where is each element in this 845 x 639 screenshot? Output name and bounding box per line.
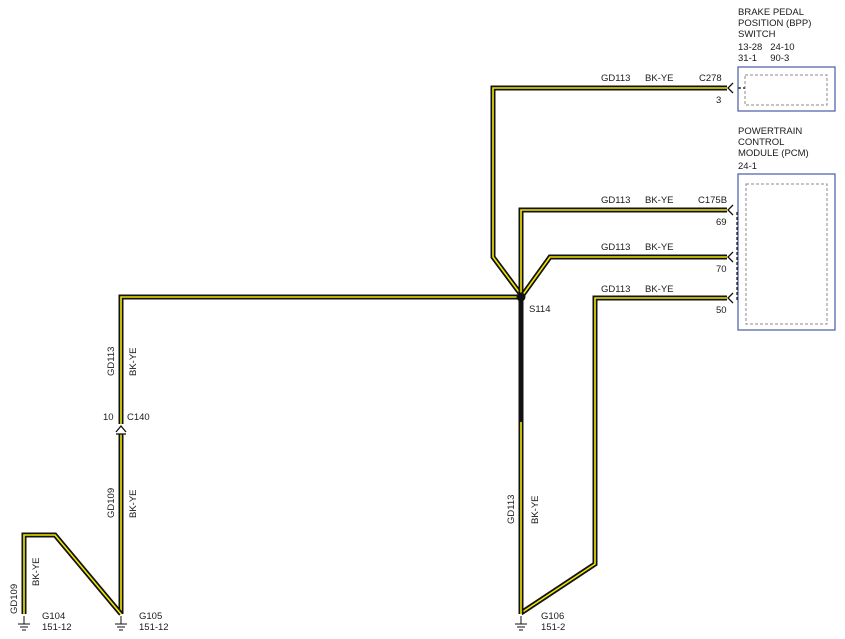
wire-50-circuit: GD113: [601, 284, 630, 295]
connector-symbols: [115, 82, 734, 435]
bpp-switch-inner: [744, 74, 828, 106]
wire-50-color: BK-YE: [645, 284, 674, 295]
wire-far-left-color: BK-YE: [31, 557, 42, 586]
c140-label: C140: [127, 412, 150, 423]
ground-g105-label: G105: [139, 611, 162, 622]
c175b-pin-50-icon: [727, 292, 734, 304]
ground-g105-icon: [115, 616, 127, 631]
wire-69-color: BK-YE: [645, 195, 674, 206]
bpp-title-line-3: SWITCH: [738, 29, 776, 40]
pcm-title-line-1: POWERTRAIN: [738, 126, 802, 137]
wire-pin-50: [519, 295, 727, 616]
pcm-inner: [745, 183, 828, 325]
bpp-switch: BRAKE PEDAL POSITION (BPP) SWITCH 13-28 …: [737, 7, 836, 112]
ground-g104-ref: 151-12: [42, 622, 72, 633]
bpp-title-line-1: BRAKE PEDAL: [738, 7, 804, 18]
wire-left-upper-circuit: GD113: [106, 347, 117, 376]
wire-c278-circuit: GD113: [601, 73, 630, 84]
wires: [21, 85, 727, 616]
ground-g104-label: G104: [42, 611, 65, 622]
wire-c278: [490, 85, 727, 298]
wire-70-color: BK-YE: [645, 242, 674, 253]
c175b-pin-70-label: 70: [716, 264, 727, 275]
wire-left-upper: [118, 294, 521, 424]
wire-left-lower-circuit: GD109: [106, 488, 117, 518]
wire-c278-color: BK-YE: [645, 73, 674, 84]
bpp-ref-line-2: 31-1 90-3: [738, 53, 789, 64]
ground-g105: G105 151-12: [115, 611, 169, 633]
c175b-pin-69-label: 69: [716, 217, 727, 228]
ground-g106-ref: 151-2: [541, 622, 565, 633]
ground-g106-label: G106: [541, 611, 564, 622]
bpp-ref-line-1: 13-28 24-10: [738, 42, 795, 53]
wire-center-down-color: BK-YE: [530, 495, 541, 524]
wire-far-left-circuit: GD109: [9, 584, 20, 614]
ground-g105-ref: 151-12: [139, 622, 169, 633]
wire-70-circuit: GD113: [601, 242, 630, 253]
pcm-title-line-2: CONTROL: [738, 137, 784, 148]
bpp-title-line-2: POSITION (BPP): [738, 18, 811, 29]
pcm-ref-line-1: 24-1: [738, 161, 757, 172]
c278-pin-label: 3: [716, 95, 721, 106]
wire-left-lower-color: BK-YE: [128, 489, 139, 518]
ground-g104-icon: [18, 616, 30, 631]
wire-left-upper-color: BK-YE: [128, 347, 139, 376]
splice-s114-label: S114: [529, 304, 550, 315]
c175b-pin-70-icon: [727, 251, 734, 263]
c278-label: C278: [699, 73, 722, 84]
ground-g106: G106 151-2: [515, 611, 565, 633]
c175b-pin-50-label: 50: [716, 305, 727, 316]
ground-g106-icon: [515, 616, 527, 631]
splice-s114-icon: [516, 292, 526, 302]
pcm-title-line-3: MODULE (PCM): [738, 148, 809, 159]
c175b-pin-69-icon: [727, 204, 734, 216]
c140-connector-icon: [115, 424, 127, 433]
c175b-label: C175B: [698, 195, 727, 206]
wire-69-circuit: GD113: [601, 195, 630, 206]
c140-pin-label: 10: [103, 412, 114, 423]
wire-center-down-circuit: GD113: [506, 495, 517, 524]
c278-connector-icon: [727, 82, 734, 94]
pcm-module: POWERTRAIN CONTROL MODULE (PCM) 24-1: [736, 126, 836, 331]
ground-g104: G104 151-12: [18, 611, 72, 633]
